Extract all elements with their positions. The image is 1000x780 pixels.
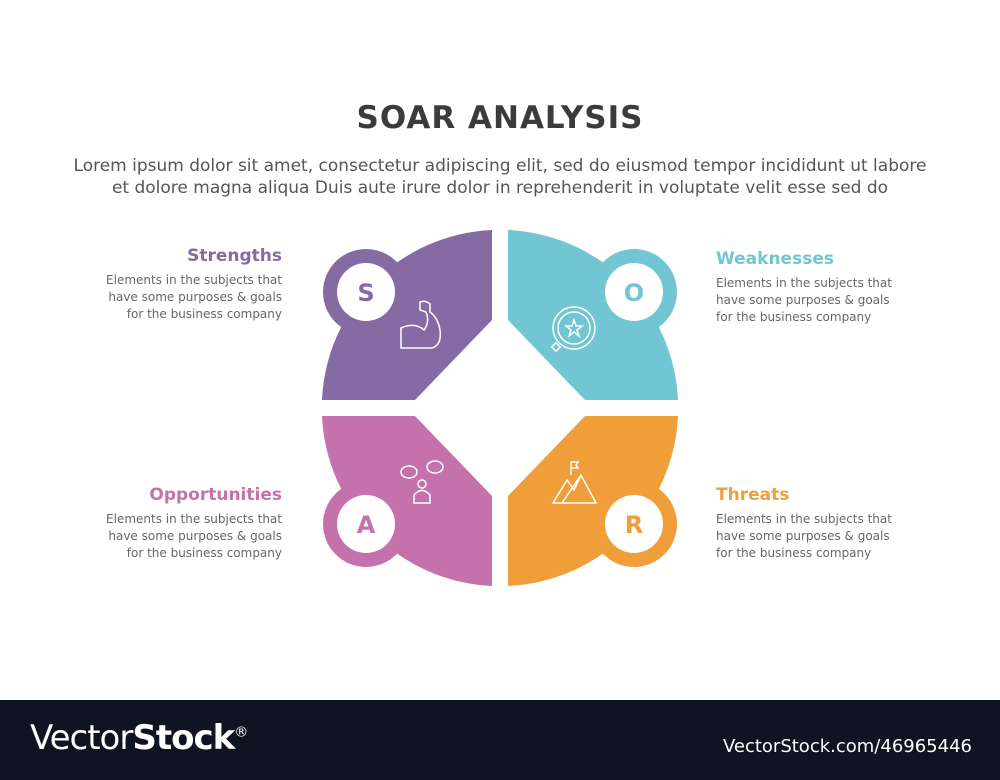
quadrant-a [322, 416, 492, 586]
quadrant-o [508, 230, 678, 400]
heading: Strengths [187, 246, 282, 266]
heading: Threats [716, 485, 790, 505]
subtitle-line: et dolore magna aliqua Duis aute irure d… [111, 178, 889, 198]
letter-o: O [624, 279, 644, 307]
stock-id: VectorStock.com/46965446 [722, 736, 972, 757]
heading: Opportunities [149, 485, 282, 505]
weaknesses-label: Weaknesses Elements in the subjects that… [716, 249, 956, 326]
heading: Weaknesses [716, 249, 834, 269]
flexed-arm-icon [400, 300, 442, 349]
quadrant-s [322, 230, 492, 400]
footer-banner: VectorStock® VectorStock.com/46965446 [0, 700, 1000, 780]
chat-person-icon [400, 460, 444, 504]
quadrant-r [508, 416, 678, 586]
letter-a: A [357, 511, 376, 539]
subtitle-line: Lorem ipsum dolor sit amet, consectetur … [73, 156, 927, 176]
subtitle: Lorem ipsum dolor sit amet, consectetur … [40, 155, 960, 199]
letter-r: R [625, 511, 643, 539]
page-title: SOAR ANALYSIS [356, 100, 644, 136]
magnifier-star-icon [550, 306, 596, 353]
letter-s: S [357, 279, 374, 307]
soar-diagram: S O A R [322, 230, 678, 586]
vectorstock-logo: VectorStock® [30, 718, 248, 758]
opportunities-label: Opportunities Elements in the subjects t… [42, 485, 282, 562]
mountain-flag-icon [551, 461, 598, 504]
